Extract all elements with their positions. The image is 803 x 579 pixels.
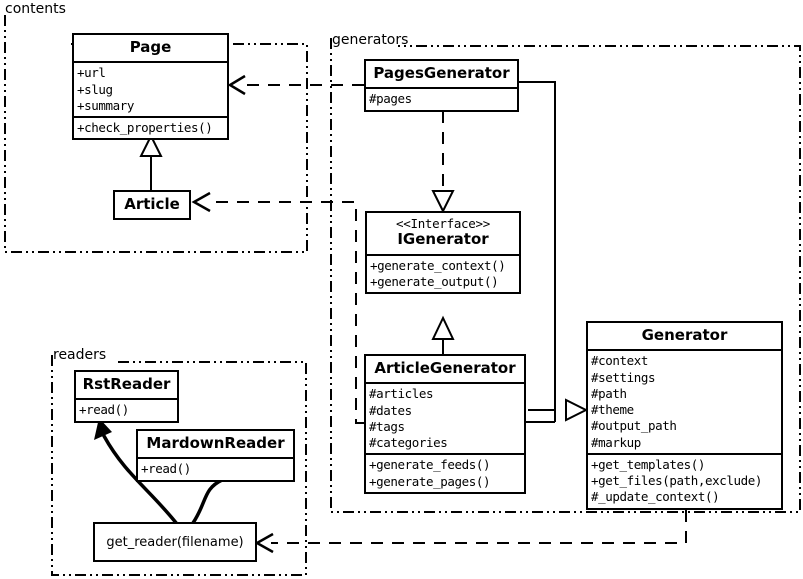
method-row: +read() <box>141 461 191 477</box>
class-title-page: Page <box>129 38 172 56</box>
class-box-rst-reader[interactable]: RstReader +read() <box>74 370 179 423</box>
class-methods-article-generator: +generate_feeds() +generate_pages() <box>366 453 524 492</box>
class-title-igenerator: <<Interface>> IGenerator <box>367 213 519 254</box>
class-name-igenerator: IGenerator <box>397 230 489 249</box>
class-box-article-generator[interactable]: ArticleGenerator #articles #dates #tags … <box>364 354 526 494</box>
class-methods-igenerator: +generate_context() +generate_output() <box>367 253 519 293</box>
relation-articlegenerator-realizes-igenerator <box>431 315 455 355</box>
class-box-article[interactable]: Article <box>113 190 191 221</box>
method-row: +get_templates() <box>591 456 706 472</box>
attribute-row: +slug <box>77 81 113 97</box>
method-row: #_update_context() <box>591 489 720 505</box>
class-box-mardown-reader[interactable]: MardownReader +read() <box>136 429 295 482</box>
class-methods-page: +check_properties() <box>74 116 227 138</box>
method-row: +get_files(path,exclude) <box>591 473 763 488</box>
method-row: +generate_pages() <box>369 473 491 489</box>
attribute-row: #pages <box>369 91 412 107</box>
method-row: +generate_feeds() <box>369 457 491 473</box>
attribute-row: #context <box>591 353 649 369</box>
class-attributes-generator: #context #settings #path #theme #output_… <box>588 349 781 453</box>
relation-generators-inherit-generator <box>519 81 589 423</box>
class-title-article-generator: ArticleGenerator <box>374 359 516 377</box>
attribute-row: #path <box>591 385 627 401</box>
relation-pagesgenerator-realizes-igenerator <box>431 111 455 214</box>
attribute-row: #dates <box>369 402 412 418</box>
attribute-row: +summary <box>77 97 135 113</box>
attribute-row: +url <box>77 65 106 81</box>
attribute-row: #articles <box>369 386 434 402</box>
method-row: +generate_output() <box>370 273 499 289</box>
package-label-readers: readers <box>53 347 107 363</box>
attribute-row: #categories <box>369 435 448 450</box>
class-attributes-article-generator: #articles #dates #tags #categories <box>366 382 524 453</box>
function-box-get-reader[interactable]: get_reader(filename) <box>93 522 257 562</box>
class-box-generator[interactable]: Generator #context #settings #path #them… <box>586 321 783 510</box>
class-title-mardown-reader: MardownReader <box>146 434 285 452</box>
class-attributes-page: +url +slug +summary <box>74 61 227 116</box>
method-row: +check_properties() <box>77 120 213 135</box>
relation-article-inherits-page <box>139 133 163 191</box>
method-row: +read() <box>79 402 129 418</box>
attribute-row: #theme <box>591 402 634 417</box>
attribute-row: #output_path <box>591 418 677 434</box>
class-box-pages-generator[interactable]: PagesGenerator #pages <box>364 59 519 112</box>
package-label-contents: contents <box>5 1 66 17</box>
class-stereotype-igenerator: <<Interface>> <box>396 216 490 231</box>
class-title-rst-reader: RstReader <box>82 375 171 393</box>
class-attributes-pages-generator: #pages <box>366 87 517 109</box>
relation-generator-uses-get-reader <box>254 510 687 554</box>
class-title-generator: Generator <box>641 326 728 344</box>
class-box-igenerator[interactable]: <<Interface>> IGenerator +generate_conte… <box>365 211 521 295</box>
attribute-row: #markup <box>591 434 641 450</box>
class-box-page[interactable]: Page +url +slug +summary +check_properti… <box>72 33 229 141</box>
class-methods-generator: +get_templates() +get_files(path,exclude… <box>588 452 781 508</box>
class-methods-mardown-reader: +read() <box>138 457 293 479</box>
method-row: +generate_context() <box>370 257 506 273</box>
relation-pagesgenerator-uses-page <box>227 74 364 96</box>
attribute-row: #tags <box>369 418 405 434</box>
class-title-pages-generator: PagesGenerator <box>373 64 510 82</box>
attribute-row: #settings <box>591 369 656 385</box>
class-title-article: Article <box>124 195 180 213</box>
package-label-generators: generators <box>332 32 409 48</box>
relation-articlegenerator-uses-article <box>191 191 364 424</box>
function-label-get-reader: get_reader(filename) <box>106 534 244 550</box>
class-methods-rst-reader: +read() <box>76 398 177 420</box>
